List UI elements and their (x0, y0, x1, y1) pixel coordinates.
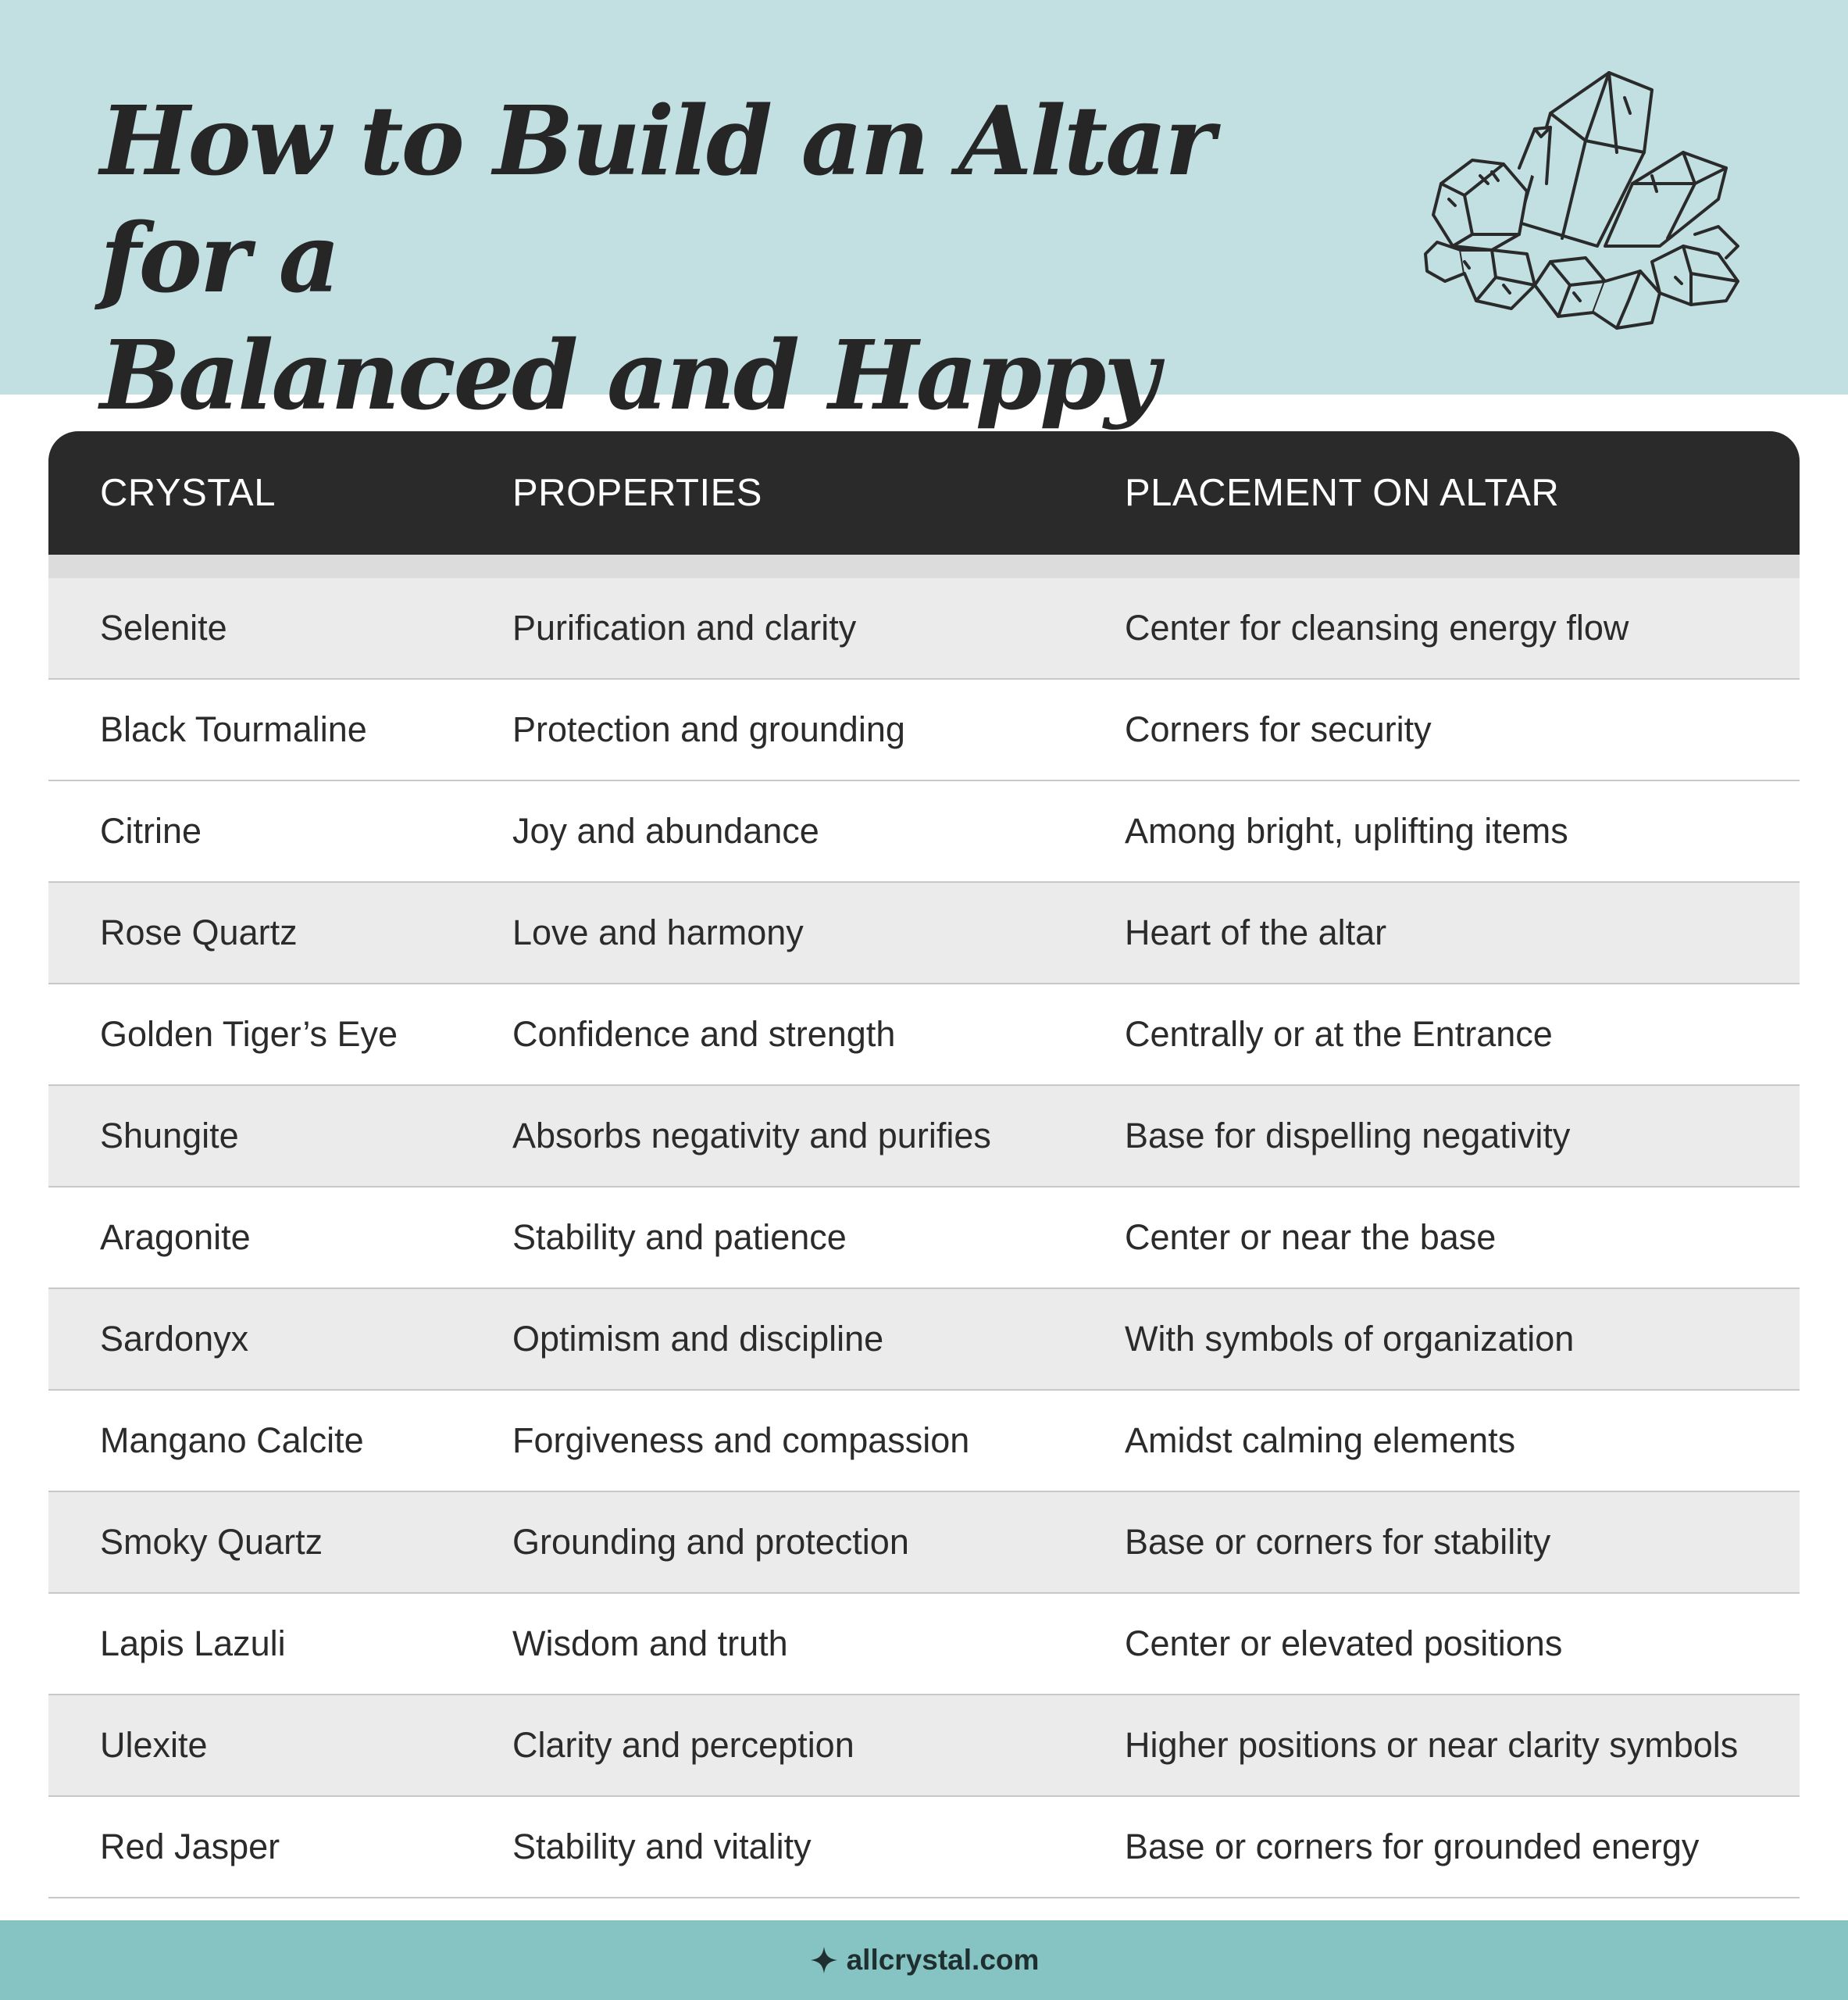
cell-placement: Base or corners for grounded energy (1125, 1827, 1700, 1866)
cell-properties: Joy and abundance (512, 811, 819, 851)
column-header-crystal: CRYSTAL (100, 472, 276, 514)
cell-crystal: Golden Tiger’s Eye (100, 1014, 398, 1054)
cell-properties: Grounding and protection (512, 1522, 909, 1562)
cell-placement: Center for cleansing energy flow (1125, 608, 1629, 648)
table-row: Smoky Quartz Grounding and protection Ba… (48, 1492, 1800, 1594)
cell-crystal: Mangano Calcite (100, 1420, 364, 1460)
crystal-table: CRYSTAL PROPERTIES PLACEMENT ON ALTAR Se… (48, 431, 1800, 1898)
table-row: Aragonite Stability and patience Center … (48, 1188, 1800, 1289)
table-row: Citrine Joy and abundance Among bright, … (48, 781, 1800, 883)
table-row: Golden Tiger’s Eye Confidence and streng… (48, 984, 1800, 1086)
table-row: Sardonyx Optimism and discipline With sy… (48, 1289, 1800, 1391)
cell-crystal: Selenite (100, 608, 227, 648)
cell-crystal: Sardonyx (100, 1319, 249, 1359)
cell-properties: Protection and grounding (512, 709, 905, 749)
cell-properties: Clarity and perception (512, 1725, 854, 1765)
site-link[interactable]: allcrystal.com (846, 1944, 1040, 1976)
cell-placement: Heart of the altar (1125, 912, 1387, 952)
footer-bar: allcrystal.com (0, 1920, 1848, 2000)
cell-properties: Purification and clarity (512, 608, 857, 648)
cell-placement: Among bright, uplifting items (1125, 811, 1568, 851)
cell-properties: Stability and patience (512, 1217, 847, 1257)
cell-placement: Center or elevated positions (1125, 1623, 1563, 1663)
cell-properties: Absorbs negativity and purifies (512, 1116, 991, 1155)
cell-crystal: Smoky Quartz (100, 1522, 323, 1562)
column-header-properties: PROPERTIES (512, 472, 762, 514)
column-header-placement: PLACEMENT ON ALTAR (1125, 472, 1560, 514)
table-header: CRYSTAL PROPERTIES PLACEMENT ON ALTAR (48, 431, 1800, 578)
cell-properties: Love and harmony (512, 912, 804, 952)
crystal-cluster-icon (1424, 71, 1739, 330)
table-row: Red Jasper Stability and vitality Base o… (48, 1797, 1800, 1898)
cell-crystal: Red Jasper (100, 1827, 280, 1866)
table-row: Rose Quartz Love and harmony Heart of th… (48, 883, 1800, 984)
table-row: Mangano Calcite Forgiveness and compassi… (48, 1391, 1800, 1492)
sparkle-icon (810, 1946, 837, 1974)
cell-crystal: Rose Quartz (100, 912, 298, 952)
table-row: Shungite Absorbs negativity and purifies… (48, 1086, 1800, 1188)
cell-placement: Center or near the base (1125, 1217, 1497, 1257)
cell-properties: Confidence and strength (512, 1014, 896, 1054)
cell-properties: Wisdom and truth (512, 1623, 788, 1663)
cell-crystal: Citrine (100, 811, 202, 851)
cell-placement: Base or corners for stability (1125, 1522, 1551, 1562)
cell-properties: Stability and vitality (512, 1827, 812, 1866)
table-row: Selenite Purification and clarity Center… (48, 578, 1800, 680)
cell-crystal: Shungite (100, 1116, 239, 1155)
table-row: Lapis Lazuli Wisdom and truth Center or … (48, 1594, 1800, 1695)
cell-properties: Forgiveness and compassion (512, 1420, 970, 1460)
header-banner: How to Build an Altar for a Balanced and… (0, 0, 1848, 548)
cell-placement: With symbols of organization (1125, 1319, 1575, 1359)
cell-placement: Base for dispelling negativity (1125, 1116, 1571, 1155)
table-row: Black Tourmaline Protection and groundin… (48, 680, 1800, 781)
cell-placement: Higher positions or near clarity symbols (1125, 1725, 1739, 1765)
cell-placement: Amidst calming elements (1125, 1420, 1516, 1460)
cell-crystal: Aragonite (100, 1217, 251, 1257)
cell-crystal: Lapis Lazuli (100, 1623, 286, 1663)
cell-crystal: Ulexite (100, 1725, 208, 1765)
cell-properties: Optimism and discipline (512, 1319, 884, 1359)
table-row: Ulexite Clarity and perception Higher po… (48, 1695, 1800, 1797)
cell-placement: Corners for security (1125, 709, 1432, 749)
cell-crystal: Black Tourmaline (100, 709, 367, 749)
title-line-1: How to Build an Altar for a (100, 84, 1215, 314)
cell-placement: Centrally or at the Entrance (1125, 1014, 1553, 1054)
